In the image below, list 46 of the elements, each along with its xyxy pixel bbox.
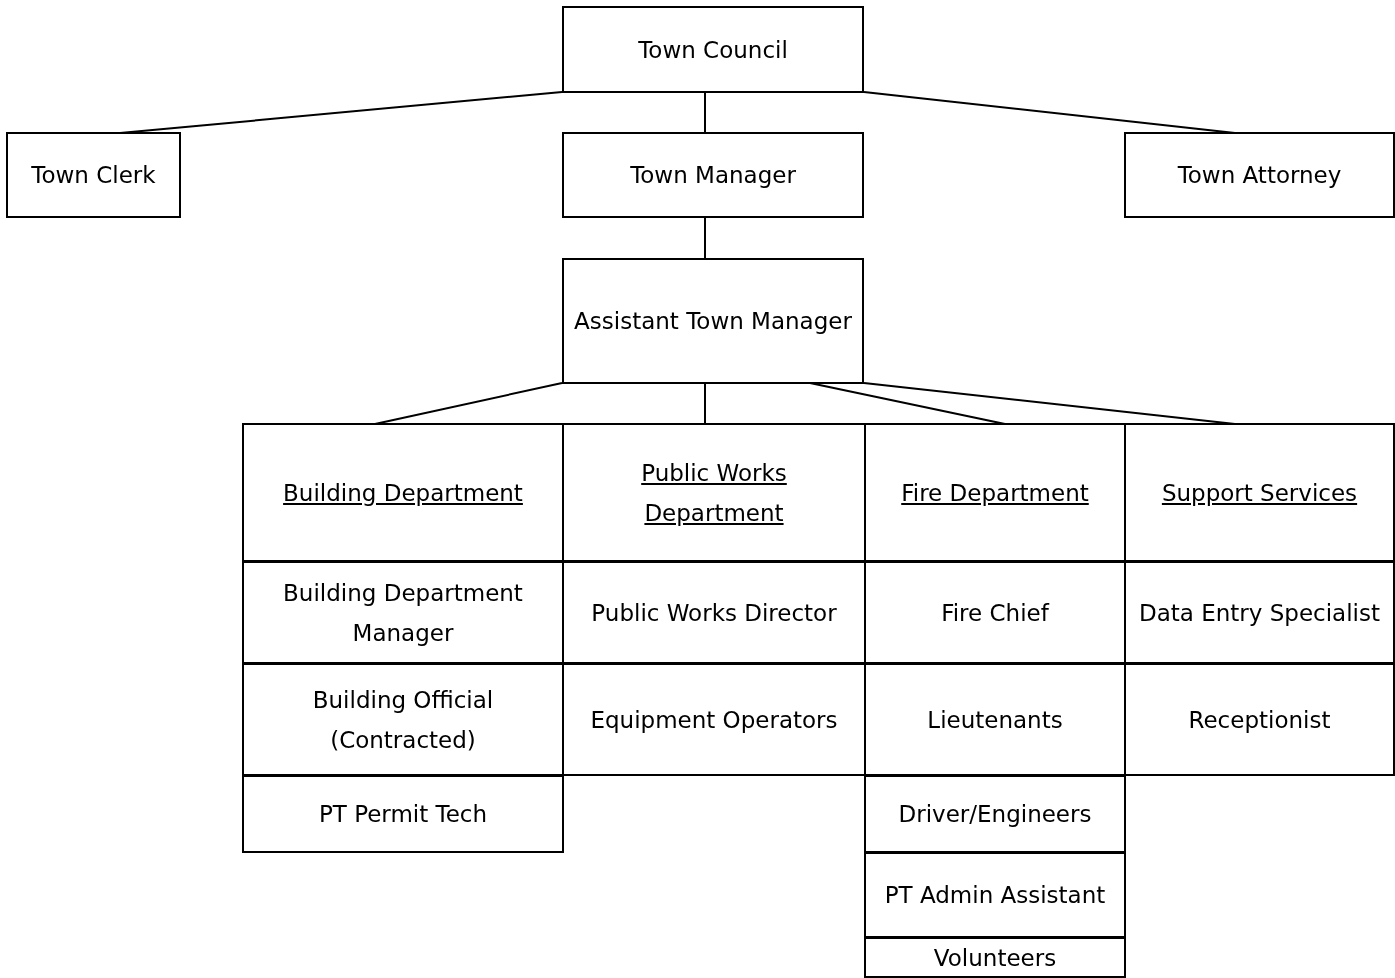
org-box (6, 132, 181, 218)
position-title: Data Entry Specialist (1139, 598, 1380, 628)
position-title: Town Council (638, 35, 788, 65)
position-cell (864, 775, 1126, 853)
org-box (562, 132, 864, 218)
department-header (562, 423, 866, 562)
position-title: Town Clerk (31, 161, 156, 190)
position-title: Building Official (Contracted) (311, 685, 495, 755)
position-title: PT Admin Assistant (884, 881, 1106, 910)
position-cell (864, 663, 1126, 776)
position-title: Receptionist (1188, 705, 1331, 735)
position-cell (562, 663, 866, 776)
connector-line (704, 91, 706, 134)
position-cell (1124, 561, 1395, 664)
org-box (562, 258, 864, 384)
position-title: Support Services (1161, 478, 1358, 508)
position-title: Volunteers (933, 943, 1057, 973)
department-header (864, 423, 1126, 562)
department-header (1124, 423, 1395, 562)
position-title: Town Attorney (1177, 161, 1342, 190)
position-title: Fire Department (901, 478, 1089, 508)
position-title: Lieutenants (927, 705, 1063, 735)
position-title: Public Works Department (640, 458, 788, 528)
position-cell (562, 561, 866, 664)
position-title: Driver/Engineers (898, 800, 1092, 829)
org-box (562, 6, 864, 93)
department-header (242, 423, 564, 562)
position-title: Building Department (283, 478, 523, 508)
position-title: PT Permit Tech (318, 800, 488, 829)
position-title: Fire Chief (941, 598, 1049, 628)
position-cell (864, 561, 1126, 664)
position-title: Public Works Director (591, 598, 837, 628)
position-cell (242, 775, 564, 853)
position-cell (1124, 663, 1395, 776)
position-cell (864, 852, 1126, 938)
position-cell (864, 937, 1126, 978)
position-title: Town Manager (630, 161, 796, 190)
position-cell (242, 663, 564, 776)
position-title: Assistant Town Manager (574, 307, 852, 336)
position-title: Equipment Operators (590, 705, 838, 735)
org-box (1124, 132, 1395, 218)
position-title: Building Department Manager (282, 578, 524, 648)
position-cell (242, 561, 564, 664)
connector-line (374, 382, 563, 425)
connector-line (704, 382, 706, 425)
connector-line (704, 216, 706, 260)
